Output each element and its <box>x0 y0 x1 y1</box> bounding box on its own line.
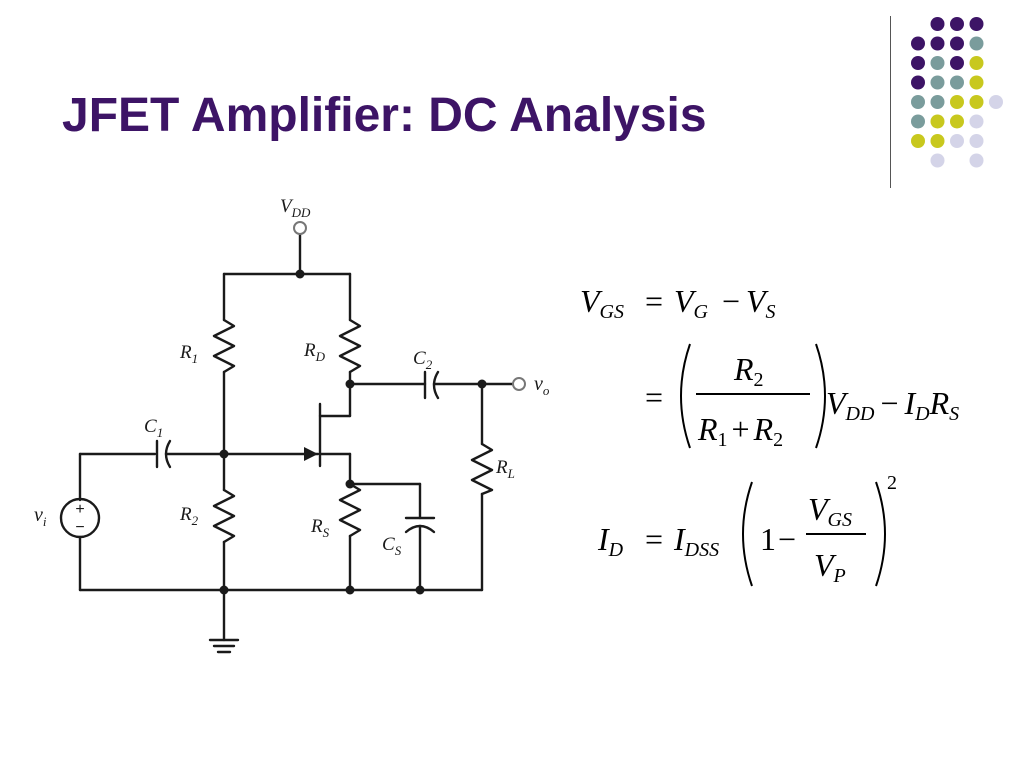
rs-label: RS <box>310 516 330 540</box>
svg-text:VS: VS <box>746 283 776 323</box>
decorative-dot <box>911 75 925 90</box>
svg-text:=: = <box>645 521 663 557</box>
rl-label: RL <box>495 457 515 481</box>
rd-label: RD <box>303 340 326 364</box>
decorative-dot <box>969 75 984 90</box>
decorative-dot <box>969 17 984 31</box>
decorative-dot <box>950 75 964 90</box>
cs-label: CS <box>382 534 402 558</box>
equation-vgs-expanded: = R2 R1+R2 VDD−IDRS <box>645 343 959 451</box>
jfet-gate-arrow <box>304 447 318 461</box>
svg-text:R1+R2: R1+R2 <box>697 411 783 451</box>
decorative-dot <box>969 36 984 51</box>
c2-label: C2 <box>413 348 433 372</box>
decorative-dot <box>950 36 964 51</box>
svg-text:=: = <box>645 283 663 319</box>
decorative-dot <box>930 36 945 51</box>
decorative-dot <box>911 95 925 109</box>
slide-title: JFET Amplifier: DC Analysis <box>62 89 707 142</box>
vdd-label: VDD <box>280 196 311 220</box>
decorative-dot <box>930 134 945 148</box>
c1-label: C1 <box>144 416 163 440</box>
equation-id: ID = IDSS 1− VGS VP 2 <box>597 472 897 587</box>
decorative-dot <box>930 17 945 31</box>
rd-resistor <box>338 318 362 374</box>
svg-text:−: − <box>722 283 740 319</box>
svg-text:1−: 1− <box>760 521 796 557</box>
vo-label: vo <box>534 373 550 398</box>
decorative-dot <box>950 95 964 109</box>
r2-label: R2 <box>179 504 199 528</box>
decorative-dot <box>969 134 984 148</box>
source-plus-sign: + <box>75 501 84 518</box>
svg-text:=: = <box>645 379 663 415</box>
svg-text:VP: VP <box>814 547 846 587</box>
source-minus-sign: − <box>75 519 84 536</box>
rs-resistor <box>338 482 362 538</box>
decorative-dot <box>969 56 984 70</box>
decorative-divider <box>890 16 891 188</box>
decorative-dot-grid <box>911 17 1003 168</box>
decorative-dot <box>969 95 984 109</box>
decorative-dot <box>950 134 964 148</box>
svg-text:VGS: VGS <box>580 283 624 323</box>
decorative-dot <box>930 75 945 90</box>
svg-text:ID: ID <box>597 521 624 561</box>
svg-text:VG: VG <box>674 283 709 323</box>
vo-terminal <box>512 377 526 391</box>
decorative-dot <box>911 114 925 129</box>
decorative-dot <box>911 134 925 148</box>
decorative-dot <box>950 56 964 70</box>
r1-resistor <box>212 318 236 374</box>
svg-text:R2: R2 <box>733 351 764 391</box>
decorative-dot <box>911 36 925 51</box>
decorative-dot <box>950 114 964 129</box>
rl-resistor <box>470 442 494 496</box>
decorative-dot <box>969 114 984 129</box>
decorative-dot <box>930 114 945 129</box>
junction-dots <box>219 269 487 595</box>
r2-resistor <box>212 488 236 544</box>
r1-label: R1 <box>179 342 198 366</box>
decorative-dot <box>911 56 925 70</box>
svg-text:2: 2 <box>887 472 897 494</box>
decorative-dot <box>930 153 945 168</box>
equation-vgs: VGS = VG − VS <box>580 283 776 323</box>
decorative-dot <box>950 17 964 31</box>
decorative-dot <box>989 95 1003 109</box>
decorative-dot <box>969 153 984 168</box>
svg-text:VDD−IDRS: VDD−IDRS <box>826 385 959 425</box>
vdd-terminal <box>293 221 307 235</box>
decorative-dot <box>930 95 945 109</box>
svg-text:VGS: VGS <box>808 491 852 531</box>
vi-label: vi <box>34 504 47 529</box>
decorative-dot <box>930 56 945 70</box>
svg-text:IDSS: IDSS <box>673 521 719 561</box>
